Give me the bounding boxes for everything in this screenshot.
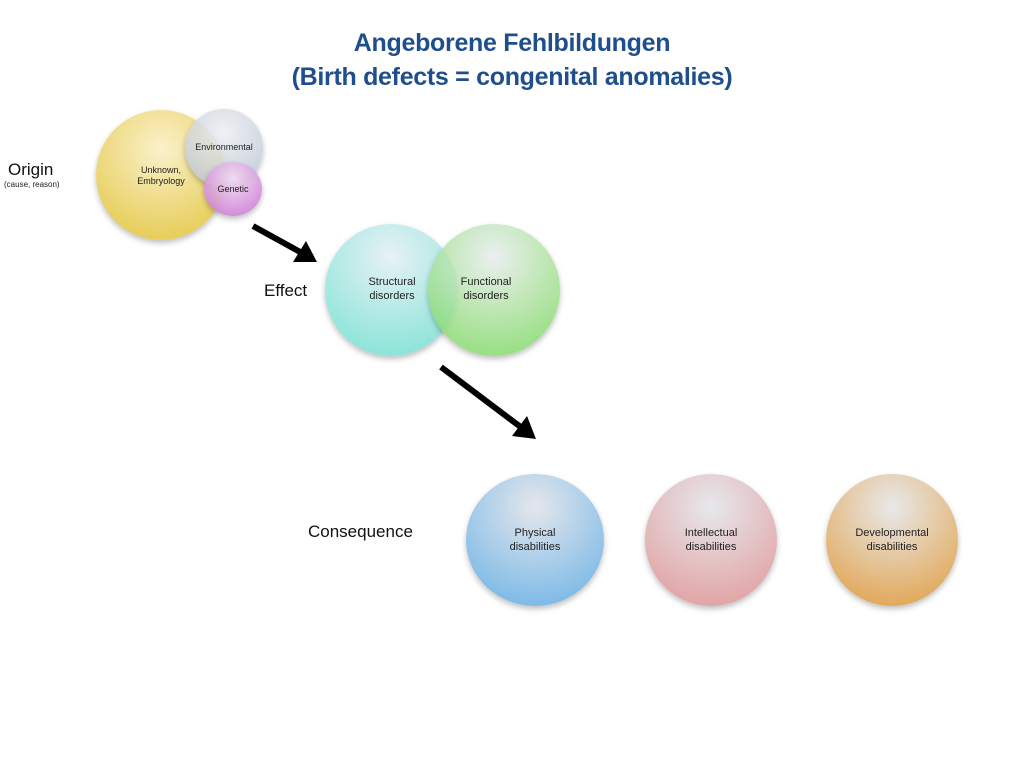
- effect-label: Effect: [264, 281, 308, 300]
- slide-title: Angeborene Fehlbildungen (Birth defects …: [0, 26, 1024, 94]
- origin-sublabel: (cause, reason): [4, 180, 60, 189]
- developmental-disabilities-text: Developmental disabilities: [855, 527, 929, 553]
- genetic-text: Genetic: [217, 184, 249, 194]
- physical-disabilities-circle: [466, 474, 604, 606]
- consequence-label: Consequence: [308, 522, 413, 541]
- title-line-2: (Birth defects = congenital anomalies): [291, 63, 733, 91]
- intellectual-disabilities-circle: [645, 474, 777, 606]
- intellectual-disabilities-text: Intellectual disabilities: [684, 527, 738, 553]
- origin-label: Origin: [8, 160, 54, 179]
- arrow-effect-to-consequence-icon: [439, 364, 536, 439]
- developmental-disabilities-circle: [826, 474, 958, 606]
- functional-disorders-circle: [428, 224, 560, 356]
- structural-disorders-text: Structural disorders: [368, 276, 416, 302]
- functional-disorders-text: Functional disorders: [460, 276, 512, 302]
- arrow-origin-to-effect-icon: [251, 223, 317, 262]
- physical-disabilities-text: Physical disabilities: [509, 527, 561, 553]
- genetic-circle: [204, 162, 262, 216]
- title-line-1: Angeborene Fehlbildungen: [353, 29, 671, 57]
- environmental-text: Environmental: [195, 142, 253, 152]
- unknown-embryology-text: Unknown, Embryology: [137, 165, 185, 187]
